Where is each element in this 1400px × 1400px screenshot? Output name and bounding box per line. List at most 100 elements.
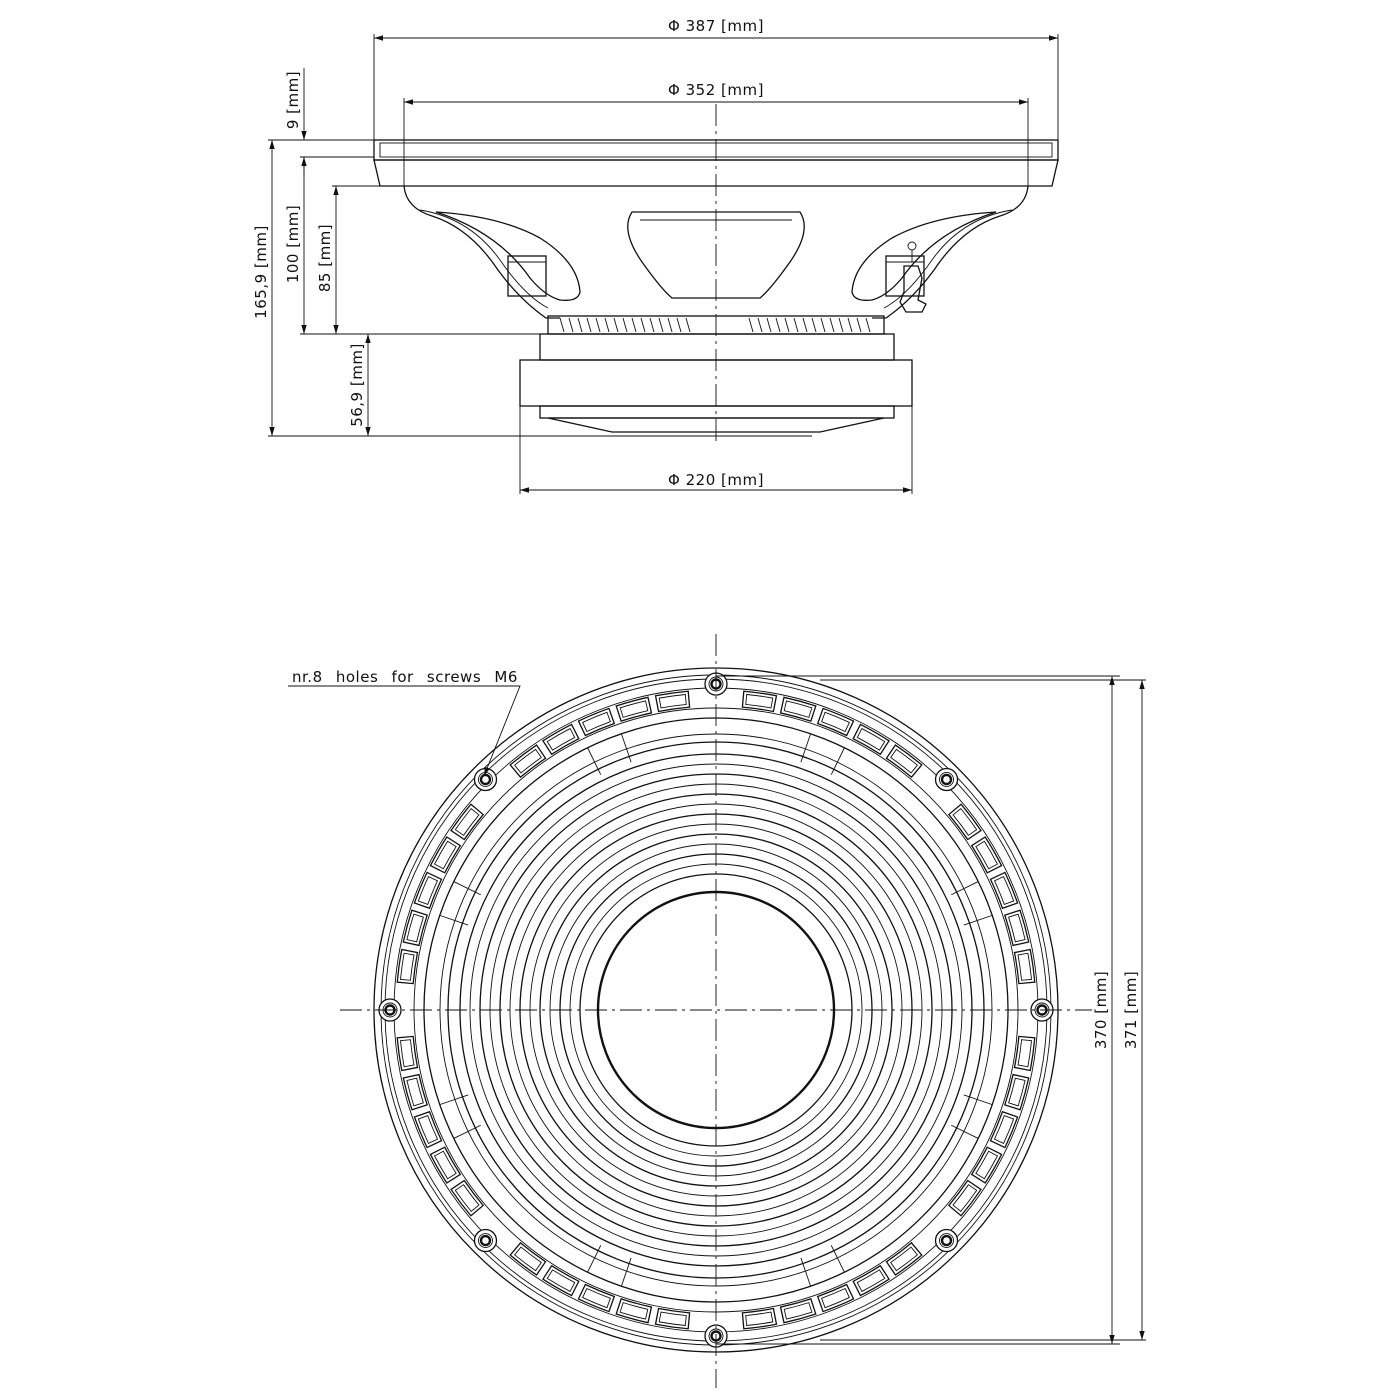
terminal-left bbox=[507, 255, 547, 297]
fin-line bbox=[559, 317, 565, 333]
fin-line bbox=[784, 317, 790, 333]
dim-label-387: Φ 387 [mm] bbox=[668, 17, 764, 35]
dim-label-371: 371 [mm] bbox=[1122, 971, 1140, 1049]
basket-rib bbox=[963, 1094, 993, 1106]
basket-ribs bbox=[439, 733, 993, 1287]
rim-slot bbox=[413, 871, 443, 910]
rim-slot bbox=[542, 723, 580, 756]
basket-rib bbox=[453, 881, 481, 896]
rim-slot bbox=[1004, 909, 1030, 947]
basket-rib bbox=[830, 1245, 845, 1273]
terminal-right bbox=[885, 255, 925, 297]
basket-window-right bbox=[851, 211, 997, 301]
basket-rib bbox=[620, 733, 632, 763]
screw-hole bbox=[473, 1228, 498, 1253]
rim-slot bbox=[816, 1283, 855, 1313]
basket-right-arm bbox=[872, 185, 1029, 319]
fin-line bbox=[838, 317, 844, 333]
rim-slot bbox=[577, 707, 616, 737]
screw-hole bbox=[934, 1228, 959, 1253]
fin-line bbox=[631, 317, 637, 333]
fin-line bbox=[667, 317, 673, 333]
basket-left-arm bbox=[403, 185, 560, 319]
fin-line bbox=[793, 317, 799, 333]
bottom-plate bbox=[539, 405, 895, 419]
rim-slot bbox=[1013, 948, 1036, 985]
screw-hole bbox=[934, 767, 959, 792]
basket-rib bbox=[951, 1124, 979, 1139]
rim-slot bbox=[615, 696, 653, 722]
basket-rib bbox=[800, 1257, 812, 1287]
screw-holes-note: nr.8 holes for screws M6 bbox=[292, 668, 518, 686]
rim-slot bbox=[741, 1307, 778, 1330]
top-plate bbox=[539, 333, 895, 361]
rim-slot bbox=[654, 690, 691, 713]
basket-window-center bbox=[627, 211, 805, 299]
dim-label-9: 9 [mm] bbox=[284, 71, 302, 129]
fin-lines bbox=[559, 317, 871, 333]
fin-line bbox=[676, 317, 682, 333]
basket-rib bbox=[620, 1257, 632, 1287]
fin-line bbox=[802, 317, 808, 333]
basket-rib bbox=[800, 733, 812, 763]
fin-line bbox=[856, 317, 862, 333]
basket-rib bbox=[951, 881, 979, 896]
side-view: Φ 387 [mm] Φ 352 [mm] Φ 220 [mm] 9 [mm] … bbox=[252, 17, 1059, 494]
rim-slot bbox=[654, 1307, 691, 1330]
rim-slot bbox=[885, 1241, 923, 1276]
rim-slot bbox=[577, 1283, 616, 1313]
fin-line bbox=[766, 317, 772, 333]
dim-label-370: 370 [mm] bbox=[1092, 971, 1110, 1049]
fin-line bbox=[829, 317, 835, 333]
fin-line bbox=[775, 317, 781, 333]
rim-slot bbox=[852, 723, 890, 756]
fin-line bbox=[577, 317, 583, 333]
fin-line bbox=[640, 317, 646, 333]
fin-line bbox=[649, 317, 655, 333]
rim-slot bbox=[396, 1035, 419, 1072]
front-view: nr.8 holes for screws M6 370 [mm] 371 [m… bbox=[288, 634, 1146, 1388]
basket-rib bbox=[439, 1094, 469, 1106]
terminal-connector bbox=[899, 265, 927, 313]
rim-slot bbox=[615, 1298, 653, 1324]
rim-slot bbox=[779, 696, 817, 722]
dim-label-85: 85 [mm] bbox=[316, 224, 334, 292]
rim-slot bbox=[852, 1264, 890, 1297]
rim-slot bbox=[885, 744, 923, 779]
basket-rib bbox=[439, 914, 469, 926]
rim-slot bbox=[396, 948, 419, 985]
fin-line bbox=[586, 317, 592, 333]
rim-slot bbox=[741, 690, 778, 713]
basket-window-left bbox=[435, 211, 581, 301]
fin-line bbox=[847, 317, 853, 333]
dim-label-352: Φ 352 [mm] bbox=[668, 81, 764, 99]
rim-slot bbox=[402, 1073, 428, 1111]
basket-rib bbox=[587, 747, 602, 775]
fin-line bbox=[865, 317, 871, 333]
basket-rib bbox=[453, 1124, 481, 1139]
rim-slot bbox=[542, 1264, 580, 1297]
fin-line bbox=[748, 317, 754, 333]
rim-slot bbox=[429, 1146, 462, 1184]
rim-slot bbox=[947, 803, 982, 841]
rim-slot bbox=[816, 707, 855, 737]
fin-line bbox=[595, 317, 601, 333]
rim-slot bbox=[1004, 1073, 1030, 1111]
rim-slot bbox=[429, 836, 462, 874]
rim-slot bbox=[970, 836, 1003, 874]
dim-label-220: Φ 220 [mm] bbox=[668, 471, 764, 489]
fin-line bbox=[622, 317, 628, 333]
fin-line bbox=[820, 317, 826, 333]
note-leader bbox=[288, 685, 521, 777]
rim-slot bbox=[450, 1179, 485, 1217]
basket-rib bbox=[587, 1245, 602, 1273]
rim-slot bbox=[402, 909, 428, 947]
fin-line bbox=[757, 317, 763, 333]
dim-label-165-9: 165,9 [mm] bbox=[252, 225, 270, 319]
rim-slot bbox=[989, 1110, 1019, 1149]
rim-slot bbox=[970, 1146, 1003, 1184]
dim-label-56-9: 56,9 [mm] bbox=[348, 343, 366, 427]
fin-line bbox=[613, 317, 619, 333]
rim-slot bbox=[413, 1110, 443, 1149]
